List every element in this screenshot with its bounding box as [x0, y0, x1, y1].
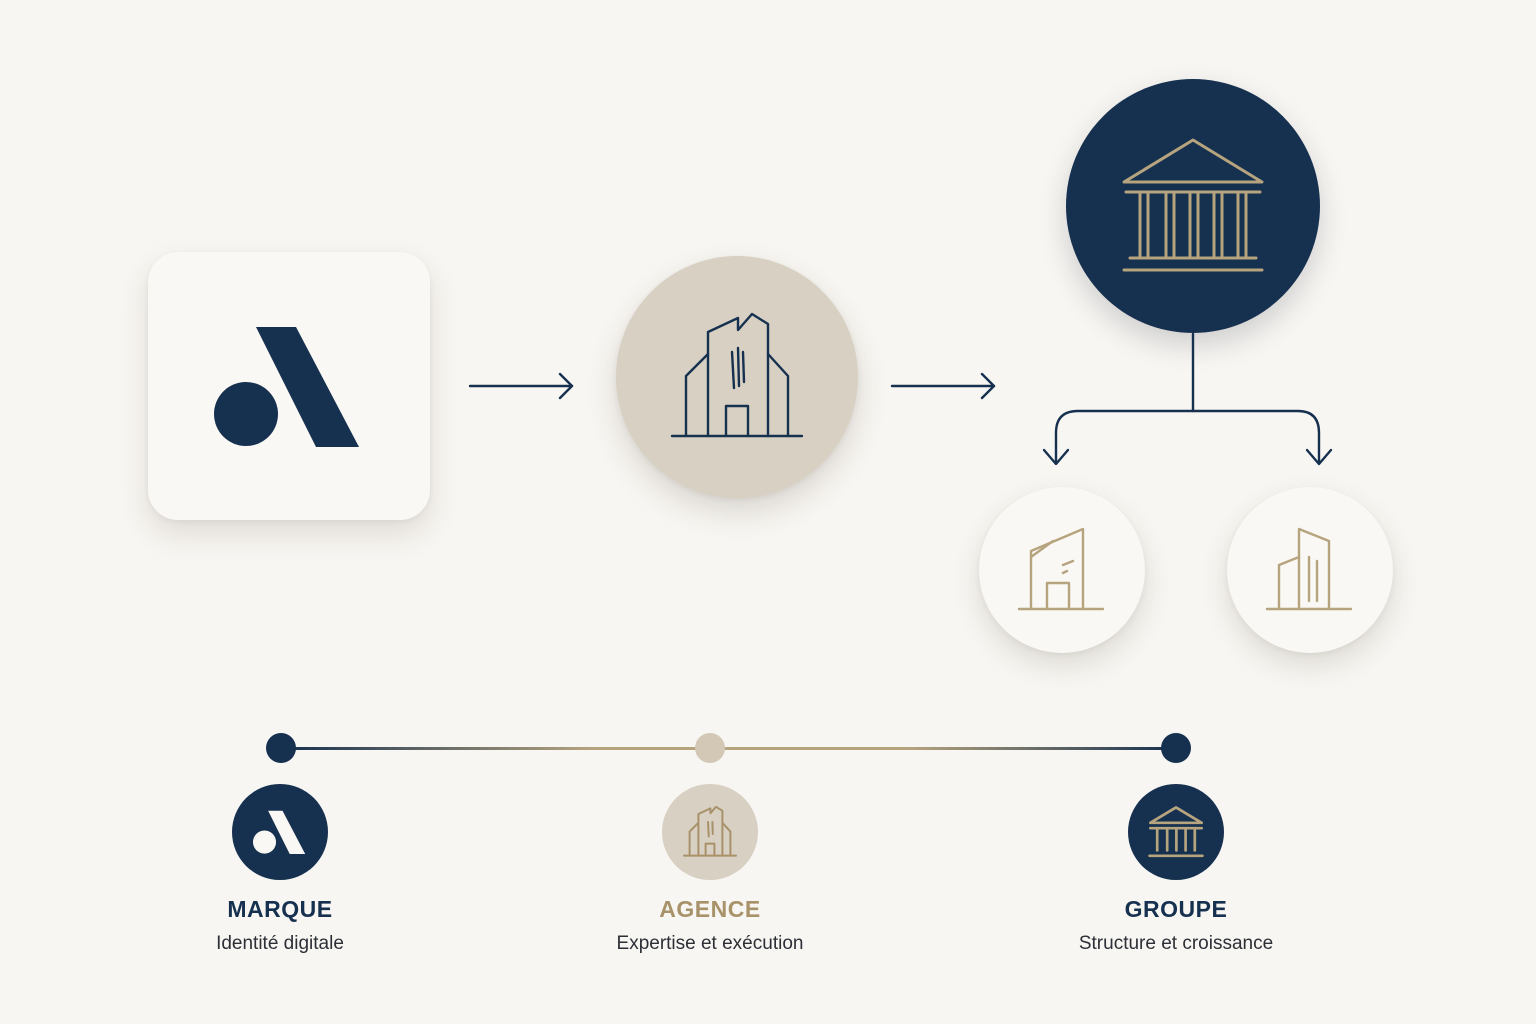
stage-badge	[232, 784, 328, 880]
stage-agence: AGENCE Expertise et exécution	[550, 784, 870, 955]
tower-building-icon	[1265, 527, 1353, 611]
stage-title: GROUPE	[1124, 896, 1228, 922]
arrow-right-icon	[468, 372, 574, 400]
institution-columns-icon	[1148, 806, 1204, 858]
stage-title: AGENCE	[659, 896, 761, 922]
subsidiary-circle-1	[979, 487, 1145, 653]
brand-logo-icon	[214, 327, 359, 447]
brand-card	[148, 252, 430, 520]
branch-connector	[1042, 332, 1333, 466]
building-icon	[1017, 527, 1105, 611]
stage-subtitle: Structure et croissance	[1078, 933, 1274, 954]
subsidiary-circle-2	[1227, 487, 1393, 653]
agency-circle	[616, 256, 858, 498]
stage-groupe: GROUPE Structure et croissance	[1016, 784, 1336, 955]
stage-marque: MARQUE Identité digitale	[120, 784, 440, 955]
timeline-line	[281, 747, 1176, 750]
timeline-dot-marque	[266, 733, 296, 763]
institution-columns-icon	[1122, 138, 1264, 272]
timeline-dot-agence	[695, 733, 725, 763]
stage-title: MARQUE	[227, 896, 333, 922]
stage-subtitle: Identité digitale	[216, 933, 344, 954]
office-building-icon	[683, 806, 737, 857]
stage-subtitle: Expertise et exécution	[616, 933, 804, 954]
office-building-icon	[670, 312, 804, 438]
arrow-right-icon	[890, 372, 996, 400]
stage-badge	[1128, 784, 1224, 880]
stage-badge	[662, 784, 758, 880]
brand-logo-icon	[253, 810, 306, 854]
timeline-dot-groupe	[1161, 733, 1191, 763]
group-circle	[1066, 79, 1320, 333]
